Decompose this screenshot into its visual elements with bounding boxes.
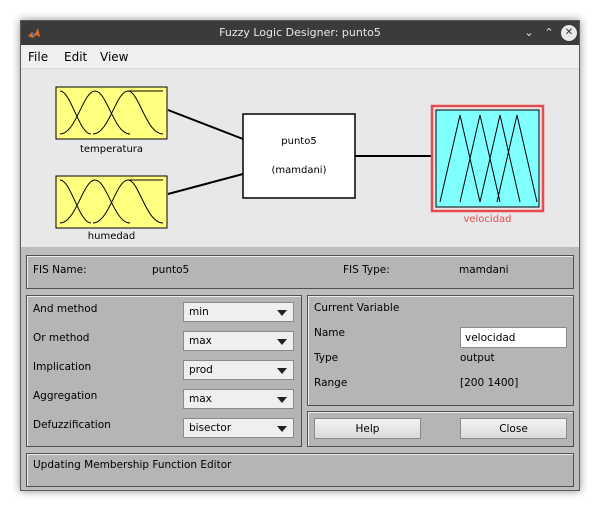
buttons-panel: Help Close bbox=[307, 411, 574, 447]
system-block bbox=[242, 113, 356, 199]
close-button[interactable]: Close bbox=[460, 418, 567, 439]
control-area: FIS Name: punto5 FIS Type: mamdani And m… bbox=[21, 247, 579, 490]
chevron-down-icon bbox=[277, 426, 287, 432]
and-method-value: min bbox=[189, 306, 209, 318]
variable-type-value: output bbox=[460, 352, 495, 364]
chevron-down-icon bbox=[277, 368, 287, 374]
system-name: punto5 bbox=[281, 136, 317, 147]
connector-line bbox=[167, 109, 244, 140]
input-label-humedad: humedad bbox=[87, 231, 136, 242]
and-method-dropdown[interactable]: min bbox=[183, 302, 294, 322]
variable-range-value: [200 1400] bbox=[460, 377, 519, 389]
menu-bar: File Edit View bbox=[21, 45, 579, 69]
or-method-value: max bbox=[189, 335, 212, 347]
close-window-icon[interactable]: ✕ bbox=[561, 25, 577, 41]
variable-type-label: Type bbox=[314, 352, 339, 364]
variable-name-input[interactable]: velocidad bbox=[460, 327, 567, 348]
variable-name-label: Name bbox=[314, 327, 345, 339]
status-panel: Updating Membership Function Editor bbox=[26, 453, 574, 487]
implication-label: Implication bbox=[33, 361, 92, 373]
diagram-canvas bbox=[55, 86, 545, 229]
output-label-velocidad: velocidad bbox=[463, 214, 512, 225]
title-bar[interactable]: Fuzzy Logic Designer: punto5 ⌄ ⌃ ✕ bbox=[21, 21, 579, 45]
fis-type-label: FIS Type: bbox=[343, 264, 390, 276]
fuzzy-logic-designer-window: Fuzzy Logic Designer: punto5 ⌄ ⌃ ✕ File … bbox=[20, 20, 580, 491]
chevron-down-icon bbox=[277, 310, 287, 316]
menu-edit[interactable]: Edit bbox=[64, 50, 88, 64]
fis-name-label: FIS Name: bbox=[33, 264, 87, 276]
chevron-down-icon bbox=[277, 397, 287, 403]
methods-panel: And method min Or method max Implication… bbox=[26, 295, 302, 447]
menu-view[interactable]: View bbox=[100, 50, 129, 64]
window-title: Fuzzy Logic Designer: punto5 bbox=[219, 26, 381, 39]
system-type: (mamdani) bbox=[271, 165, 327, 176]
fis-type-value: mamdani bbox=[459, 264, 509, 276]
fis-diagram: temperatura humedad punto5 (mamdani) vel… bbox=[21, 69, 579, 247]
variable-range-label: Range bbox=[314, 377, 348, 389]
output-block-velocidad[interactable] bbox=[430, 104, 545, 213]
input-block-humedad[interactable] bbox=[55, 175, 168, 229]
matlab-icon bbox=[28, 28, 40, 38]
input-block-temperatura[interactable] bbox=[55, 86, 168, 140]
connection-lines bbox=[167, 109, 432, 195]
aggregation-label: Aggregation bbox=[33, 390, 98, 402]
aggregation-value: max bbox=[189, 393, 212, 405]
menu-file[interactable]: File bbox=[28, 50, 49, 64]
aggregation-dropdown[interactable]: max bbox=[183, 389, 294, 409]
fis-info-panel: FIS Name: punto5 FIS Type: mamdani bbox=[26, 255, 574, 289]
or-method-dropdown[interactable]: max bbox=[183, 331, 294, 351]
implication-value: prod bbox=[189, 364, 213, 376]
defuzzification-dropdown[interactable]: bisector bbox=[183, 418, 294, 438]
and-method-label: And method bbox=[33, 303, 98, 315]
or-method-label: Or method bbox=[33, 332, 90, 344]
defuzzification-value: bisector bbox=[189, 422, 232, 434]
status-text: Updating Membership Function Editor bbox=[33, 459, 232, 471]
chevron-down-icon bbox=[277, 339, 287, 345]
fis-name-value: punto5 bbox=[152, 264, 190, 276]
help-button[interactable]: Help bbox=[314, 418, 421, 439]
current-variable-panel: Current Variable Name velocidad Type out… bbox=[307, 295, 574, 406]
maximize-icon[interactable]: ⌃ bbox=[544, 26, 554, 39]
defuzzification-label: Defuzzification bbox=[33, 419, 111, 431]
implication-dropdown[interactable]: prod bbox=[183, 360, 294, 380]
minimize-icon[interactable]: ⌄ bbox=[524, 26, 534, 39]
current-variable-heading: Current Variable bbox=[314, 302, 400, 314]
connector-line bbox=[167, 173, 244, 195]
input-label-temperatura: temperatura bbox=[79, 144, 144, 155]
